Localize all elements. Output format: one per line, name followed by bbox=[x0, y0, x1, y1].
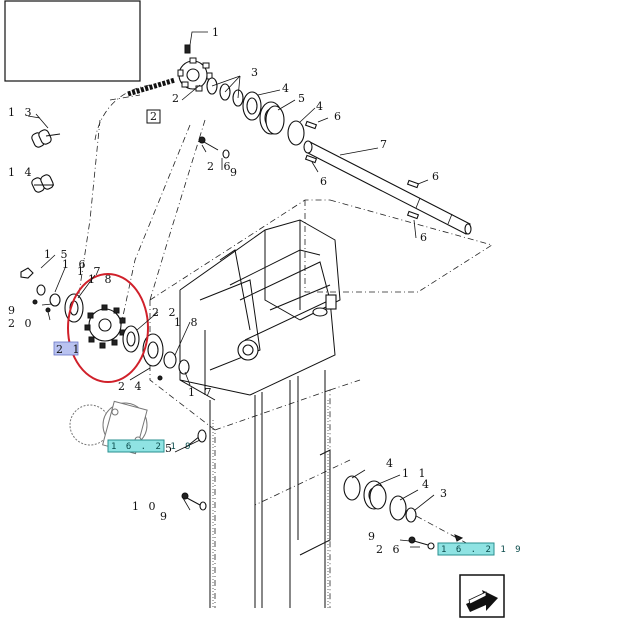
chain-link-13 bbox=[31, 113, 61, 148]
callout-18: 1 8 bbox=[174, 316, 201, 329]
callout-9-top: 9 bbox=[230, 166, 240, 179]
callout-8: 1 8 bbox=[88, 273, 115, 286]
column-body bbox=[179, 219, 341, 608]
callout-14: 1 4 bbox=[8, 166, 35, 179]
drive-chain bbox=[127, 77, 176, 97]
left-hardware bbox=[20, 267, 61, 313]
callout-9-left: 9 bbox=[8, 304, 18, 317]
bearing-22 bbox=[122, 325, 140, 353]
bolt-26-r bbox=[408, 534, 464, 550]
callout-17-bot: 1 7 bbox=[188, 386, 215, 399]
hub-spacers bbox=[157, 351, 190, 381]
callout-9-r: 9 bbox=[368, 530, 378, 543]
chain-link-14 bbox=[31, 174, 54, 193]
callout-6-b: 6 bbox=[320, 175, 330, 188]
callout-1: 1 bbox=[212, 26, 222, 39]
callout-24: 2 4 bbox=[118, 380, 145, 393]
pin-5 bbox=[184, 429, 207, 449]
callout-7: 7 bbox=[380, 138, 390, 151]
callout-6-a: 6 bbox=[334, 110, 344, 123]
callout-6-c: 6 bbox=[432, 170, 442, 183]
callout-5-bot: 5 bbox=[165, 442, 175, 455]
next-page-arrow-icon[interactable] bbox=[459, 574, 505, 618]
callout-4-r1: 4 bbox=[386, 457, 396, 470]
callout-4-r2: 4 bbox=[422, 478, 432, 491]
callout-15: 1 5 bbox=[44, 248, 71, 261]
housing-outline bbox=[77, 84, 493, 608]
callout-26-r: 2 6 bbox=[376, 543, 403, 556]
callout-20: 2 0 bbox=[8, 317, 35, 330]
callout-6-d: 6 bbox=[420, 231, 430, 244]
callout-3-top: 3 bbox=[251, 66, 261, 79]
callout-2-chain: 2 bbox=[150, 110, 160, 123]
callout-9-bot: 9 bbox=[160, 510, 170, 523]
callout-13: 1 3 bbox=[8, 106, 35, 119]
circlip-4-r1 bbox=[343, 475, 361, 501]
callout-5-top: 5 bbox=[298, 92, 308, 105]
circlip-4-r2 bbox=[389, 495, 407, 521]
bearing-5-top bbox=[259, 101, 285, 135]
callout-16: 1 6 bbox=[62, 258, 89, 271]
reference-label-left: 1 6 . 2 1 9 bbox=[111, 442, 193, 452]
callout-4-top2: 4 bbox=[316, 100, 326, 113]
bearing-4-top bbox=[242, 91, 262, 121]
reference-box-right[interactable] bbox=[437, 542, 495, 556]
reference-label-right: 1 6 . 2 1 9 bbox=[441, 545, 523, 555]
callout-21: 2 1 bbox=[56, 343, 83, 356]
callout-2-sprocket: 2 bbox=[172, 92, 182, 105]
circlip-4-top bbox=[287, 120, 305, 146]
main-shaft-7 bbox=[303, 140, 472, 235]
washer-3-r bbox=[405, 507, 417, 523]
callout-box-2 bbox=[146, 109, 161, 124]
callout-26-top: 2 6 bbox=[207, 160, 234, 173]
leader-lines bbox=[27, 31, 435, 548]
bolt-26-top bbox=[198, 136, 230, 159]
bolt-10 bbox=[181, 492, 207, 511]
callout-3-r: 3 bbox=[440, 487, 450, 500]
callout-22: 2 2 bbox=[152, 306, 179, 319]
sprocket-21 bbox=[84, 304, 126, 349]
callout-11: 1 1 bbox=[402, 467, 429, 480]
callout-10: 1 0 bbox=[132, 500, 159, 513]
callout-17-top: 1 7 bbox=[77, 265, 104, 278]
bearing-11 bbox=[363, 480, 387, 510]
callout-21-highlight bbox=[53, 341, 79, 356]
callout-4-top: 4 bbox=[282, 82, 292, 95]
reference-box-left[interactable] bbox=[107, 439, 165, 453]
flange-18 bbox=[142, 333, 164, 367]
highlight-circle-ring bbox=[67, 273, 149, 383]
title-block-frame bbox=[4, 0, 141, 82]
keys-6 bbox=[304, 120, 420, 220]
